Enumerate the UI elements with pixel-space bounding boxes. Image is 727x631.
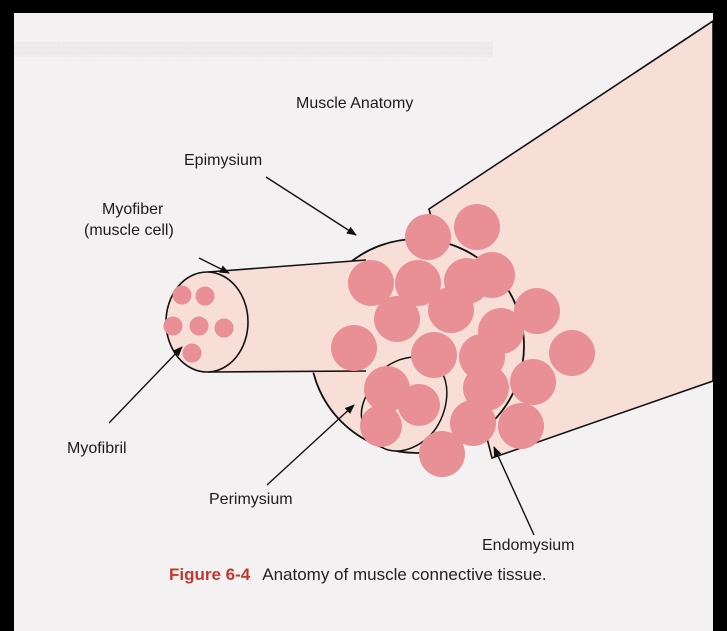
myofibril-dot [173, 286, 191, 304]
figure-frame: ▒▒▒▒▒▒▒▒▒▒▒▒▒▒▒▒▒▒▒▒▒▒▒▒▒▒▒▒▒▒▒▒▒▒▒▒▒▒▒▒… [14, 13, 713, 631]
myofiber-label-line2: (muscle cell) [84, 222, 174, 240]
endomysium-label: Endomysium [482, 537, 574, 555]
muscle-fiber [454, 204, 500, 250]
muscle-fiber [498, 403, 544, 449]
epimysium-label: Epimysium [184, 152, 262, 170]
muscle-fiber [411, 332, 457, 378]
muscle-fiber [514, 288, 560, 334]
myofibril-dot [215, 319, 233, 337]
figure-caption: Figure 6-4 Anatomy of muscle connective t… [169, 565, 547, 585]
perimysium-arrow [267, 405, 354, 485]
myofibril-dot [164, 317, 182, 335]
caption-text: Anatomy of muscle connective tissue. [262, 565, 546, 584]
muscle-fiber [419, 431, 465, 477]
figure-number: Figure 6-4 [169, 565, 250, 584]
muscle-fiber [398, 384, 440, 426]
muscle-fiber [331, 325, 377, 371]
myofibril-dot [190, 317, 208, 335]
muscle-fiber [428, 287, 474, 333]
myofibril-label: Myofibril [67, 440, 127, 458]
muscle-fiber [405, 214, 451, 260]
perimysium-label: Perimysium [209, 491, 293, 509]
muscle-fiber [549, 330, 595, 376]
endomysium-arrow [494, 447, 534, 535]
epimysium-arrow [266, 177, 356, 235]
diagram-title: Muscle Anatomy [296, 95, 413, 113]
myofibril-dot [196, 287, 214, 305]
myofibril-arrow [109, 347, 182, 423]
myofiber-label-line1: Myofiber [102, 201, 163, 219]
muscle-fiber [469, 252, 515, 298]
myofibril-dot [183, 344, 201, 362]
muscle-fiber [510, 359, 556, 405]
muscle-fiber [374, 296, 420, 342]
muscle-fiber [360, 405, 402, 447]
